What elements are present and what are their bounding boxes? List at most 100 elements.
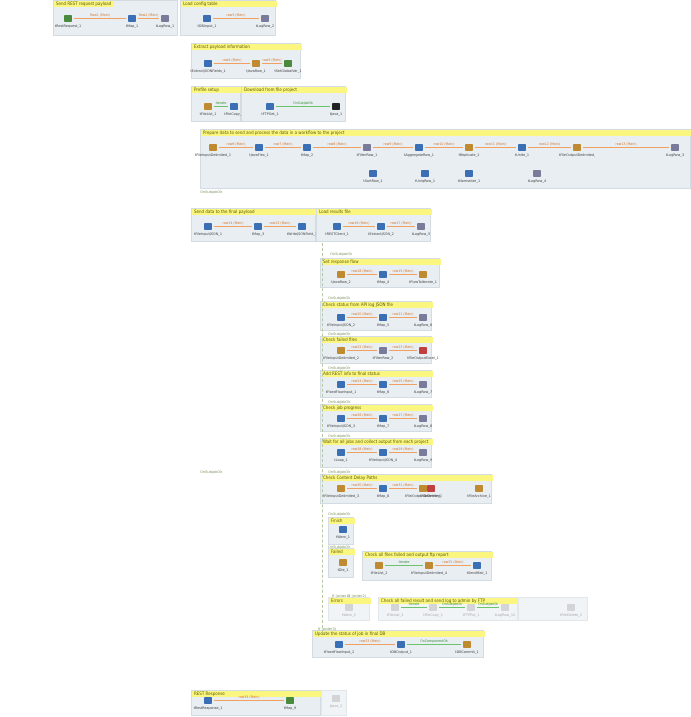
subjob[interactable]: tJava_2 bbox=[321, 690, 347, 716]
component[interactable]: tFileInputDelimited_2 bbox=[323, 347, 359, 360]
connection-link[interactable]: Iterate bbox=[385, 560, 423, 566]
component[interactable]: tWriteJSONField_1 bbox=[287, 223, 317, 236]
component[interactable]: tMap_1 bbox=[126, 15, 138, 28]
connection-link[interactable]: row33 (Main) bbox=[345, 639, 395, 645]
subjob[interactable]: tFileDelete_2 bbox=[518, 597, 588, 621]
connection-link[interactable]: OnSubjobOk bbox=[439, 602, 465, 608]
connection-link[interactable]: row4 (Main) bbox=[214, 58, 250, 64]
component[interactable]: tFileOutputExcel_1 bbox=[407, 347, 439, 360]
component[interactable]: tRestRequest_1 bbox=[55, 15, 81, 28]
connection-link[interactable]: row28 (Main) bbox=[347, 447, 377, 453]
connection-link[interactable]: row3 (Main) bbox=[213, 13, 259, 19]
connection-link[interactable]: row27 (Main) bbox=[389, 413, 417, 419]
component[interactable]: tMap_2 bbox=[301, 144, 313, 157]
component[interactable]: tFilterRow_1 bbox=[357, 144, 377, 157]
subjob[interactable]: Prepare data to send and process the dat… bbox=[195, 129, 691, 189]
connection-link[interactable]: row14 (Main) bbox=[214, 221, 252, 227]
component[interactable]: tFlowToIterate_1 bbox=[409, 271, 437, 284]
component[interactable]: tLogRow_7 bbox=[414, 381, 432, 394]
component[interactable]: tFixedFlowInput_2 bbox=[324, 641, 354, 654]
component[interactable]: tFileInputDelimited_4 bbox=[411, 562, 447, 575]
component[interactable]: tFileOutputDelimited_1 bbox=[559, 144, 595, 157]
connection-link[interactable]: row29 (Main) bbox=[389, 447, 417, 453]
connection-link[interactable]: row9 (Main) bbox=[373, 142, 413, 148]
connection-link[interactable]: Iterate bbox=[401, 602, 427, 608]
component[interactable]: tMap_7 bbox=[377, 415, 389, 428]
component[interactable]: tFileInputDelimited_1 bbox=[195, 144, 231, 157]
component[interactable]: tRESTClient_1 bbox=[325, 223, 349, 236]
connection-link[interactable]: row6 (Main) bbox=[219, 142, 253, 148]
component[interactable]: tMap_3 bbox=[252, 223, 264, 236]
component[interactable]: tFileInputJSON_3 bbox=[327, 415, 355, 428]
component[interactable]: tSendMail_1 bbox=[467, 562, 487, 575]
component[interactable]: tFileInputJSON_1 bbox=[194, 223, 222, 236]
component[interactable]: tUnite_1 bbox=[515, 144, 529, 157]
component[interactable]: tRestResponse_1 bbox=[194, 697, 222, 710]
connection-link[interactable]: row34 (Main) bbox=[214, 695, 284, 701]
connection-link[interactable]: row26 (Main) bbox=[347, 413, 377, 419]
connection-link[interactable]: row12 (Main) bbox=[528, 142, 571, 148]
connection-link[interactable]: row17 (Main) bbox=[387, 221, 415, 227]
component[interactable]: tFileDelete_2 bbox=[560, 604, 582, 617]
component[interactable]: tJava_2 bbox=[330, 695, 342, 708]
component[interactable]: tFileCopy_1 bbox=[224, 103, 244, 116]
connection-link[interactable]: OnSubjobOk bbox=[477, 602, 499, 608]
subjob[interactable]: Check all files failed and output ftp re… bbox=[362, 551, 493, 581]
component[interactable]: tMap_9 bbox=[284, 697, 296, 710]
component[interactable]: tFTPGet_1 bbox=[261, 103, 279, 116]
component[interactable]: tLogRow_2 bbox=[256, 15, 274, 28]
connection-link[interactable]: row15 (Main) bbox=[264, 221, 296, 227]
connection-link[interactable]: row24 (Main) bbox=[347, 379, 377, 385]
connection-link[interactable]: Row1 (Main) bbox=[74, 13, 126, 19]
connection-link[interactable]: row31 (Main) bbox=[389, 483, 417, 489]
component[interactable]: tLogRow_9 bbox=[414, 449, 432, 462]
connection-link[interactable]: row30 (Main) bbox=[347, 483, 377, 489]
component[interactable]: tLoop_1 bbox=[334, 449, 348, 462]
component[interactable]: tFixedFlowInput_1 bbox=[326, 381, 356, 394]
subjob[interactable]: Check all failed result and send log to … bbox=[378, 597, 519, 621]
component[interactable]: tLogRow_10 bbox=[495, 604, 515, 617]
subjob[interactable]: Wait for all jobs and collect output fro… bbox=[320, 438, 433, 468]
component[interactable]: tReplicate_1 bbox=[459, 144, 479, 157]
component[interactable]: tSetGlobalVar_1 bbox=[274, 60, 302, 73]
connection-link[interactable]: row22 (Main) bbox=[347, 345, 377, 351]
component[interactable]: tFileList_1 bbox=[200, 103, 216, 116]
connection-link[interactable]: row25 (Main) bbox=[389, 379, 417, 385]
component[interactable]: tJavaFlex_1 bbox=[249, 144, 269, 157]
component[interactable]: tDBCommit_1 bbox=[455, 641, 479, 654]
component[interactable]: tLogRow_4 bbox=[528, 170, 546, 183]
component[interactable]: tJavaRow_2 bbox=[331, 271, 351, 284]
component[interactable]: tMap_4 bbox=[377, 271, 389, 284]
component[interactable]: tWarn_2 bbox=[342, 604, 356, 617]
connection-link[interactable]: Iterate bbox=[214, 101, 228, 107]
component[interactable]: tSortRow_1 bbox=[363, 170, 383, 183]
connection-link[interactable]: row10 (Main) bbox=[425, 142, 463, 148]
connection-link[interactable]: row13 (Main) bbox=[583, 142, 669, 148]
connection-link[interactable]: row16 (Main) bbox=[343, 221, 375, 227]
connection-link[interactable]: row20 (Main) bbox=[347, 312, 377, 318]
component[interactable]: tLogRow_8 bbox=[414, 415, 432, 428]
component[interactable]: tFileList_2 bbox=[371, 562, 387, 575]
connection-link[interactable]: OnComponentOk bbox=[407, 639, 461, 645]
component[interactable]: tExtractJSONFields_1 bbox=[190, 60, 226, 73]
component[interactable]: tDBOutput_1 bbox=[390, 641, 412, 654]
component[interactable]: tNormalize_1 bbox=[458, 170, 480, 183]
component[interactable]: tAggregateRow_1 bbox=[404, 144, 434, 157]
connection-link[interactable]: row11 (Main) bbox=[475, 142, 516, 148]
connection-link[interactable]: row5 (Main) bbox=[262, 58, 282, 64]
component[interactable]: tJava_1 bbox=[330, 103, 342, 116]
connection-link[interactable]: row8 (Main) bbox=[313, 142, 361, 148]
